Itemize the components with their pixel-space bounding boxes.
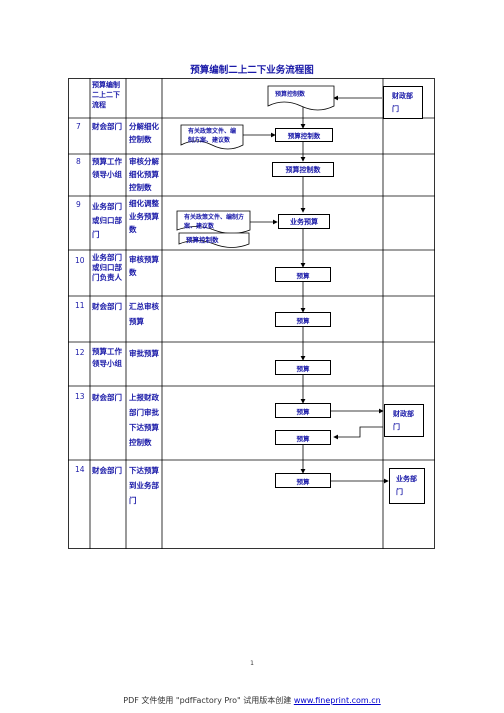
- box-budget-r14: 预算: [275, 473, 331, 488]
- row-number: 13: [75, 392, 85, 401]
- doc-budget-control-r9: 预算控制数: [186, 236, 219, 244]
- row-task: 审批预算: [129, 349, 159, 358]
- side-finance-dept-top: 财政部门: [383, 86, 423, 119]
- row-dept: 业务部门或归口部门: [92, 202, 122, 239]
- box-budget-r10: 预算: [275, 267, 331, 282]
- row-dept: 财会部门: [92, 302, 122, 311]
- row-task: 分解细化控制数: [129, 122, 159, 144]
- flowchart-table-grid: [68, 78, 435, 549]
- page-number: 1: [250, 660, 254, 667]
- row-number: 9: [76, 200, 81, 209]
- doc-policy-files-r7: 有关政策文件、编制方案、建议数: [188, 128, 237, 144]
- row-number: 8: [76, 157, 81, 166]
- footer-text: PDF 文件使用 "pdfFactory Pro" 试用版本创建: [123, 696, 294, 705]
- box-budget-control-r7: 预算控制数: [275, 128, 333, 142]
- pdf-footer: PDF 文件使用 "pdfFactory Pro" 试用版本创建 www.fin…: [0, 695, 504, 706]
- header-cell: 预算编制二上二下流程: [92, 81, 120, 109]
- row-dept: 财会部门: [92, 393, 122, 402]
- doc-policy-files-r9: 有关政策文件、编制方案、建议数: [184, 214, 245, 230]
- row-dept: 预算工作领导小组: [92, 347, 122, 368]
- row-dept: 财会部门: [92, 466, 122, 475]
- doc-budget-control-top: 预算控制数: [275, 91, 306, 98]
- row-dept: 业务部门或归口部门负责人: [92, 253, 122, 282]
- row-task: 审核预算数: [129, 255, 159, 277]
- row-task: 下达预算到业务部门: [129, 466, 159, 505]
- box-budget-r11: 预算: [275, 312, 331, 327]
- box-budget-r13b: 预算: [275, 430, 331, 445]
- box-budget-control-r8: 预算控制数: [272, 162, 334, 177]
- row-dept: 财会部门: [92, 122, 122, 131]
- side-finance-dept-r13: 财政部门: [384, 404, 424, 437]
- row-number: 7: [76, 122, 81, 131]
- row-number: 14: [75, 465, 85, 474]
- box-budget-r12: 预算: [275, 360, 331, 375]
- row-task: 汇总审核预算: [129, 302, 159, 326]
- page-title: 预算编制二上二下业务流程图: [190, 65, 314, 76]
- row-task: 细化调整业务预算数: [129, 199, 159, 234]
- row-dept: 预算工作领导小组: [92, 157, 122, 179]
- box-budget-r13a: 预算: [275, 403, 331, 418]
- row-number: 10: [75, 256, 85, 265]
- side-business-dept-r14: 业务部门: [389, 468, 425, 504]
- footer-link[interactable]: www.fineprint.com.cn: [293, 696, 381, 705]
- row-task: 审核分解细化预算控制数: [129, 157, 159, 192]
- box-business-budget-r9: 业务预算: [278, 214, 330, 229]
- row-number: 12: [75, 348, 85, 357]
- row-task: 上报财政部门审批下达预算控制数: [129, 393, 159, 447]
- row-number: 11: [75, 301, 85, 310]
